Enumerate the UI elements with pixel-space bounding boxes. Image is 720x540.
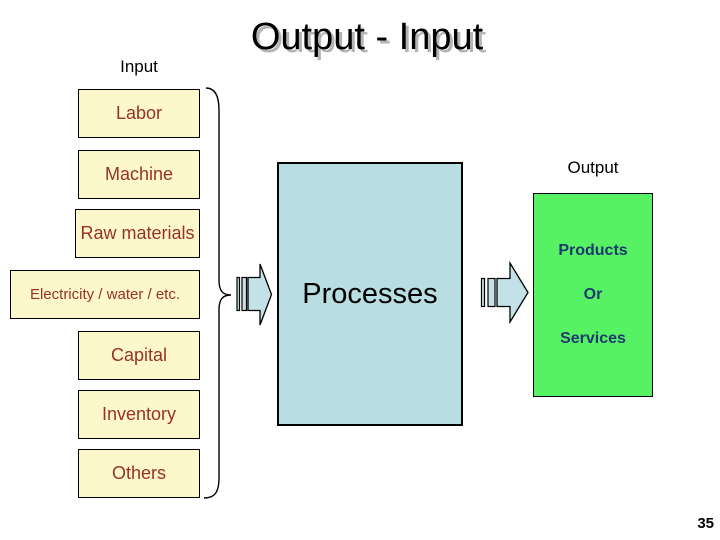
input-box-others: Others — [78, 449, 200, 498]
input-box-inventory: Inventory — [78, 390, 200, 439]
striped-right-arrow-icon — [236, 263, 273, 326]
process-box-label: Processes — [302, 277, 438, 310]
curly-brace-icon — [203, 87, 232, 499]
input-box-raw-materials: Raw materials — [75, 209, 200, 258]
output-box-line-or: Or — [583, 286, 603, 303]
input-box-electricity-water-etc: Electricity / water / etc. — [10, 270, 200, 319]
process-box: Processes — [277, 162, 463, 426]
page-number: 35 — [697, 515, 714, 532]
input-box-labor: Labor — [78, 89, 200, 138]
output-box: Products Or Services — [533, 193, 653, 397]
output-column-label: Output — [567, 158, 619, 177]
input-column-label: Input — [120, 57, 158, 76]
input-box-capital: Capital — [78, 331, 200, 380]
striped-right-arrow-icon — [480, 261, 529, 324]
output-box-line-products: Products — [558, 242, 628, 259]
input-box-machine: Machine — [78, 150, 200, 199]
output-box-line-services: Services — [560, 330, 626, 347]
slide-title: Output - Input — [250, 16, 484, 58]
